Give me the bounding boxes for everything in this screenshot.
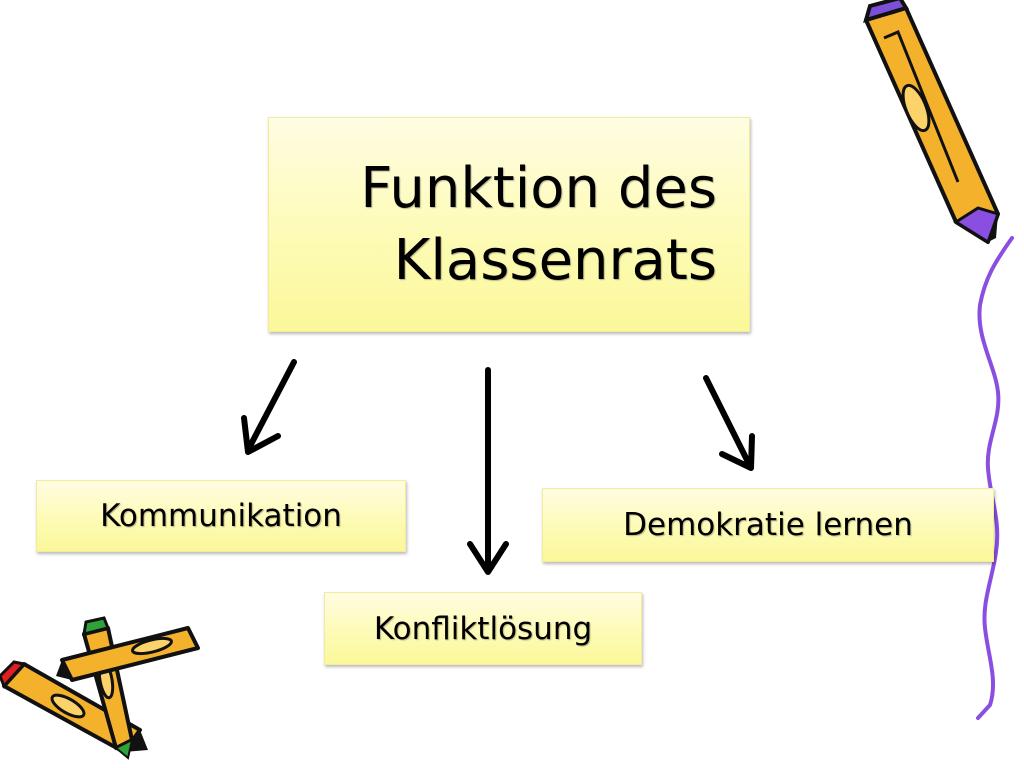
arrow-to-konfliktloesung (467, 367, 509, 575)
node-konfliktloesung: Konfliktlösung (324, 592, 642, 665)
node-kommunikation: Kommunikation (36, 480, 406, 552)
page-title: Funktion des Klassenrats (269, 153, 749, 297)
arrow-to-demokratie (703, 375, 755, 471)
title-line-1: Funktion des (360, 155, 717, 221)
title-line-2: Klassenrats (393, 227, 717, 293)
node-label: Kommunikation (100, 498, 342, 534)
node-label: Konfliktlösung (373, 610, 593, 647)
node-label: Demokratie lernen (623, 507, 913, 543)
node-demokratie-lernen: Demokratie lernen (542, 488, 994, 562)
squiggle-line (976, 236, 1014, 720)
title-box: Funktion des Klassenrats (268, 117, 750, 332)
arrow-to-kommunikation (241, 359, 297, 455)
pencil-icon (863, 0, 1000, 245)
crossed-pencils-icon (0, 616, 200, 760)
